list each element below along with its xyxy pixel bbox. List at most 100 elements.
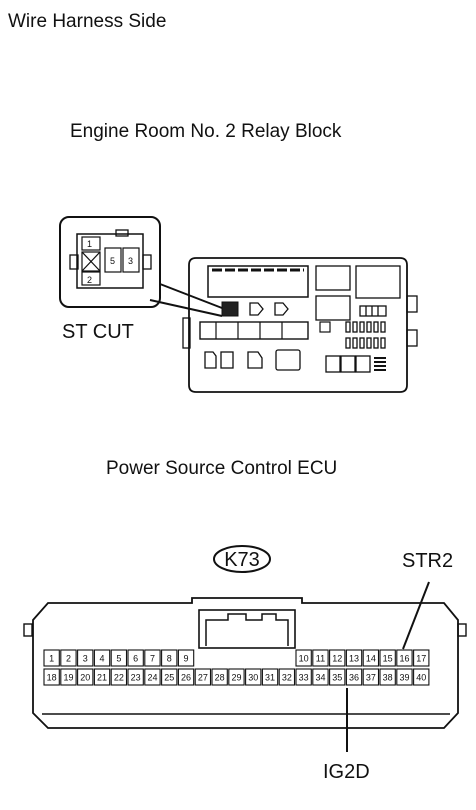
pin-cell-26 [177, 668, 195, 686]
block-right-relay-2 [315, 295, 351, 321]
ecu-title: Power Source Control ECU [106, 458, 337, 479]
pin-label-2: 2 [66, 654, 71, 664]
block-relay-small-1 [204, 351, 217, 369]
pin-cell-36 [345, 668, 363, 686]
pin-cell-2 [60, 649, 77, 667]
connector-id-label: K73 [224, 549, 260, 571]
block-mini-fuse-b2 [352, 337, 358, 349]
pin-cell-18 [43, 668, 60, 686]
pin-label-14: 14 [366, 654, 376, 664]
pin-cell-40 [413, 668, 430, 686]
pin-cell-4 [93, 649, 111, 667]
ig2d-callout-label: IG2D [323, 761, 370, 783]
pin-label-11: 11 [316, 654, 325, 664]
pin-label-34: 34 [315, 673, 325, 683]
ecu-connector-body [23, 597, 467, 729]
block-lug-left [182, 317, 191, 349]
pin-cell-22 [110, 668, 128, 686]
header-title: Wire Harness Side [8, 11, 166, 32]
block-lug-right-top [406, 295, 418, 313]
pin-cell-38 [379, 668, 396, 686]
pin-cell-16 [396, 649, 413, 667]
relay-connector-latch [115, 229, 129, 237]
block-relay-small-2 [220, 351, 234, 369]
pin-cell-9 [177, 649, 195, 667]
pin-label-29: 29 [231, 673, 241, 683]
pin-cell-10 [295, 649, 312, 667]
relay-connector-tab-right [142, 254, 152, 270]
pin-cell-25 [161, 668, 178, 686]
pin-label-26: 26 [181, 673, 191, 683]
block-bottom-relay-2 [340, 355, 356, 373]
pin-label-25: 25 [164, 673, 174, 683]
pin-cell-5 [110, 649, 128, 667]
block-relay-large [275, 349, 301, 371]
pin-label-19: 19 [63, 673, 73, 683]
relay-leader-line [159, 283, 223, 309]
ecu-connector-lock-inner [205, 613, 289, 646]
block-relay-arrow-2 [274, 302, 289, 316]
pin-label-24: 24 [147, 673, 157, 683]
pin-cell-27 [194, 668, 212, 686]
block-mini-fuse-strip [359, 305, 387, 317]
block-relay-small-3 [247, 351, 263, 369]
block-fuse-row [199, 321, 309, 340]
block-right-small-box [319, 321, 331, 333]
str2-leader-line [402, 581, 430, 650]
str2-callout-label: STR2 [402, 550, 453, 572]
pin-cell-20 [77, 668, 94, 686]
pin-label-5: 5 [116, 654, 121, 664]
block-mini-fuse-a1 [345, 321, 351, 333]
block-mini-fuse-b5 [373, 337, 379, 349]
relay-pin-cell-2 [81, 271, 101, 286]
pin-label-35: 35 [332, 673, 342, 683]
pin-label-6: 6 [133, 654, 138, 664]
pin-label-4: 4 [100, 654, 105, 664]
relay-pin-cell-5 [104, 247, 122, 273]
pin-label-17: 17 [416, 654, 426, 664]
block-mini-fuse-b3 [359, 337, 365, 349]
pin-cell-17 [413, 649, 430, 667]
relay-block-body [182, 257, 418, 393]
relay-pin-3: 3 [128, 256, 133, 266]
pin-label-21: 21 [97, 673, 107, 683]
block-fuse-slot-long [207, 265, 309, 298]
pin-cell-7 [144, 649, 161, 667]
pin-label-22: 22 [114, 673, 124, 683]
relay-block-outline [188, 257, 408, 393]
pin-label-15: 15 [383, 654, 393, 664]
relay-pin-1: 1 [87, 239, 92, 249]
pin-cell-21 [93, 668, 111, 686]
pin-label-37: 37 [366, 673, 376, 683]
ecu-connector-tab-right [457, 623, 467, 637]
st-cut-relay-slot [221, 301, 239, 317]
relay-pin-2: 2 [87, 275, 92, 285]
ecu-connector-outline [32, 597, 459, 729]
st-cut-relay-callout [59, 216, 223, 317]
block-mini-fuse-a2 [352, 321, 358, 333]
block-mini-fuse-b1 [345, 337, 351, 349]
pin-cell-37 [362, 668, 380, 686]
pin-cell-34 [312, 668, 329, 686]
pin-cell-1 [43, 649, 60, 667]
pin-label-40: 40 [416, 673, 426, 683]
pin-cell-24 [144, 668, 161, 686]
block-right-relay-1 [315, 265, 351, 291]
block-mini-fuse-a6 [380, 321, 386, 333]
block-mini-fuses [345, 305, 387, 349]
pin-label-39: 39 [399, 673, 409, 683]
pin-cell-32 [278, 668, 296, 686]
block-mini-fuse-a3 [359, 321, 365, 333]
pin-cell-14 [362, 649, 380, 667]
block-mini-fuse-a5 [373, 321, 379, 333]
block-mini-fuse-b6 [380, 337, 386, 349]
block-bottom-relay-3 [355, 355, 371, 373]
pin-label-38: 38 [383, 673, 393, 683]
pin-label-18: 18 [47, 673, 57, 683]
pin-cell-12 [329, 649, 346, 667]
pin-label-23: 23 [131, 673, 141, 683]
block-right-relay-3 [355, 265, 401, 299]
pin-label-33: 33 [299, 673, 309, 683]
pin-cell-11 [312, 649, 329, 667]
